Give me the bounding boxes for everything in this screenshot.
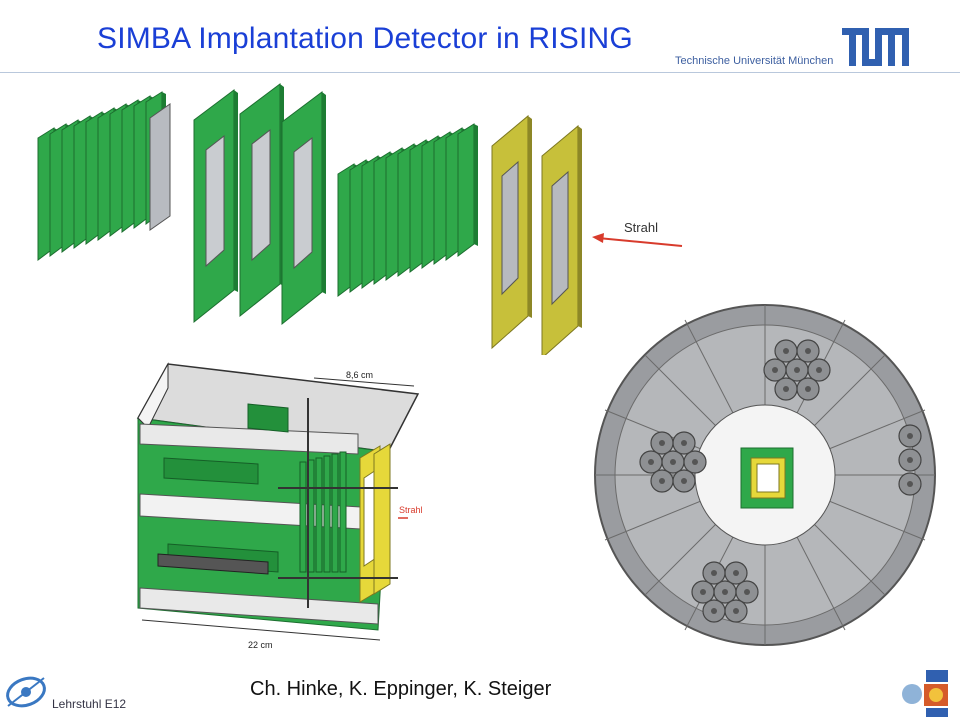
header-divider bbox=[0, 72, 960, 73]
chair-label: Lehrstuhl E12 bbox=[52, 697, 127, 711]
exploded-detector-figure: Strahl bbox=[37, 83, 683, 355]
germanium-cluster-right bbox=[898, 424, 922, 496]
authors-footer: Ch. Hinke, K. Eppinger, K. Steiger bbox=[250, 678, 552, 700]
beam-label-top: Strahl bbox=[624, 220, 658, 235]
tum-mlu-logo-icon bbox=[902, 670, 948, 717]
dimension-top-label: 8,6 cm bbox=[346, 370, 373, 380]
beam-label-assembly: Strahl bbox=[399, 505, 423, 515]
rising-array-figure bbox=[594, 304, 936, 646]
detector-stack-middle bbox=[337, 123, 479, 297]
e12-logo-icon bbox=[6, 676, 46, 708]
dimension-bottom-label: 22 cm bbox=[248, 640, 273, 650]
tum-subtitle: Technische Universität München bbox=[675, 55, 834, 67]
simba-center-detector bbox=[740, 447, 794, 509]
assembly-drawing-figure: 8,6 cm 22 cm Strahl bbox=[136, 362, 423, 650]
beam-arrow bbox=[597, 237, 683, 247]
yellow-frames bbox=[491, 115, 583, 355]
detector-stack-left bbox=[37, 91, 171, 261]
slide-title: SIMBA Implantation Detector in RISING bbox=[97, 22, 633, 55]
detector-layers-large bbox=[193, 83, 327, 325]
tum-logo-icon bbox=[842, 28, 909, 66]
